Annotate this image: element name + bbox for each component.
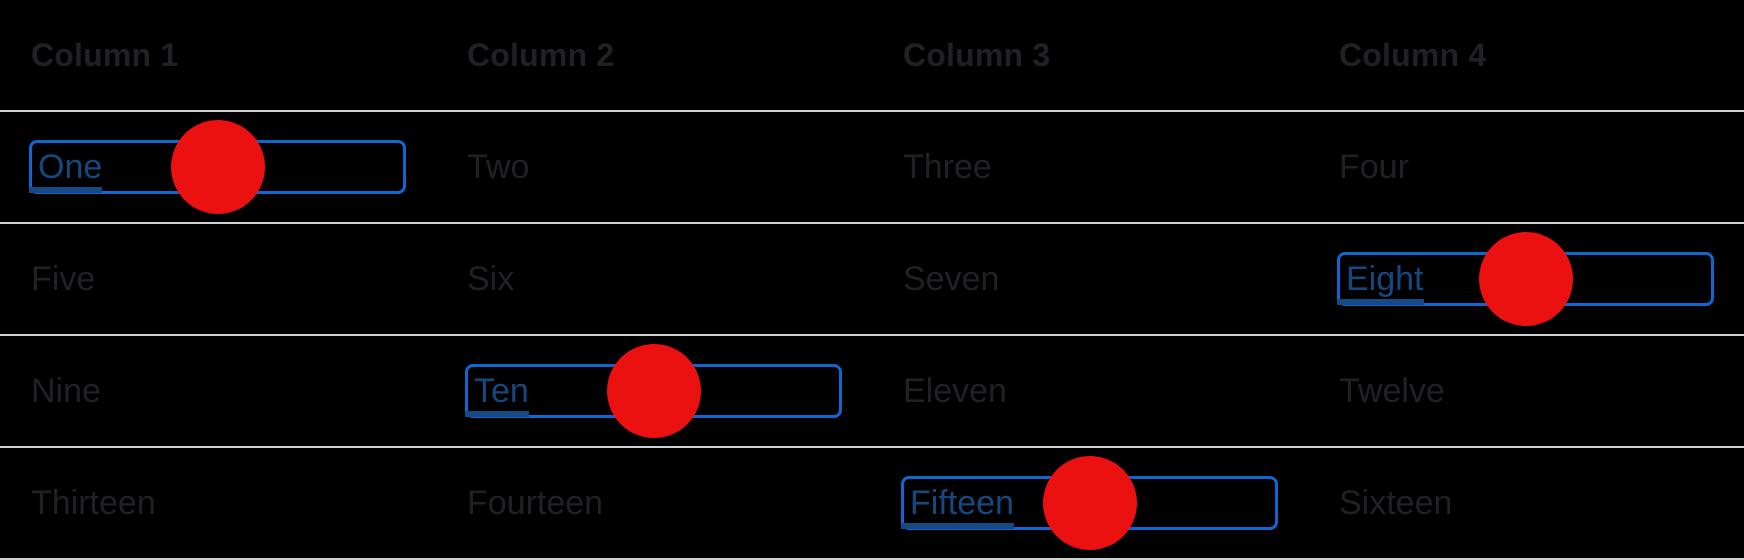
tap-indicator-icon [1042, 456, 1137, 550]
table-cell: Six [467, 259, 515, 298]
table-row: One One Two Three Four [0, 112, 1744, 224]
table-cell: Eight Eight [1308, 224, 1744, 334]
edit-underline: One [29, 187, 103, 193]
column-header-3: Column 3 [903, 36, 1051, 73]
tap-indicator-icon [170, 120, 265, 214]
table-cell: Three [903, 147, 992, 186]
table-cell: One One [0, 112, 436, 222]
tap-indicator-icon [606, 344, 701, 438]
cell-edit-input[interactable]: Fifteen Fifteen [901, 456, 1278, 550]
edit-input-value: Ten [474, 371, 529, 410]
table-cell: Nine [31, 371, 101, 410]
table-cell: Eleven [903, 371, 1007, 410]
table-cell: Ten Ten [436, 336, 872, 446]
table-row: Five Six Seven Eight Eight [0, 224, 1744, 336]
table-cell: Thirteen [31, 483, 156, 522]
edit-input-value: Fifteen [910, 483, 1014, 522]
tap-indicator-icon [1478, 232, 1573, 326]
edit-underline: Ten [465, 411, 529, 417]
table-cell: Seven [903, 259, 1000, 298]
column-header-1: Column 1 [31, 36, 179, 73]
edit-underline: Eight [1337, 299, 1424, 305]
table-cell: Four [1339, 147, 1409, 186]
table-cell: Twelve [1339, 371, 1445, 410]
table-cell: Two [467, 147, 530, 186]
edit-input-value: One [38, 147, 103, 186]
edit-underline: Fifteen [901, 523, 1014, 529]
table-cell: Fourteen [467, 483, 604, 522]
table-cell: Sixteen [1339, 483, 1453, 522]
table-cell: Five [31, 259, 96, 298]
column-header-2: Column 2 [467, 36, 615, 73]
table-row: Nine Ten Ten Eleven Twelve [0, 336, 1744, 448]
table-header-row: Column 1 Column 2 Column 3 Column 4 [0, 0, 1744, 112]
edit-input-value: Eight [1346, 259, 1424, 298]
cell-edit-input[interactable]: Ten Ten [465, 344, 842, 438]
cell-edit-input[interactable]: Eight Eight [1337, 232, 1714, 326]
column-header-4: Column 4 [1339, 36, 1487, 73]
table-cell: Fifteen Fifteen [872, 448, 1308, 558]
cell-edit-input[interactable]: One One [29, 120, 406, 214]
table-row: Thirteen Fourteen Fifteen Fifteen Sixtee… [0, 448, 1744, 560]
